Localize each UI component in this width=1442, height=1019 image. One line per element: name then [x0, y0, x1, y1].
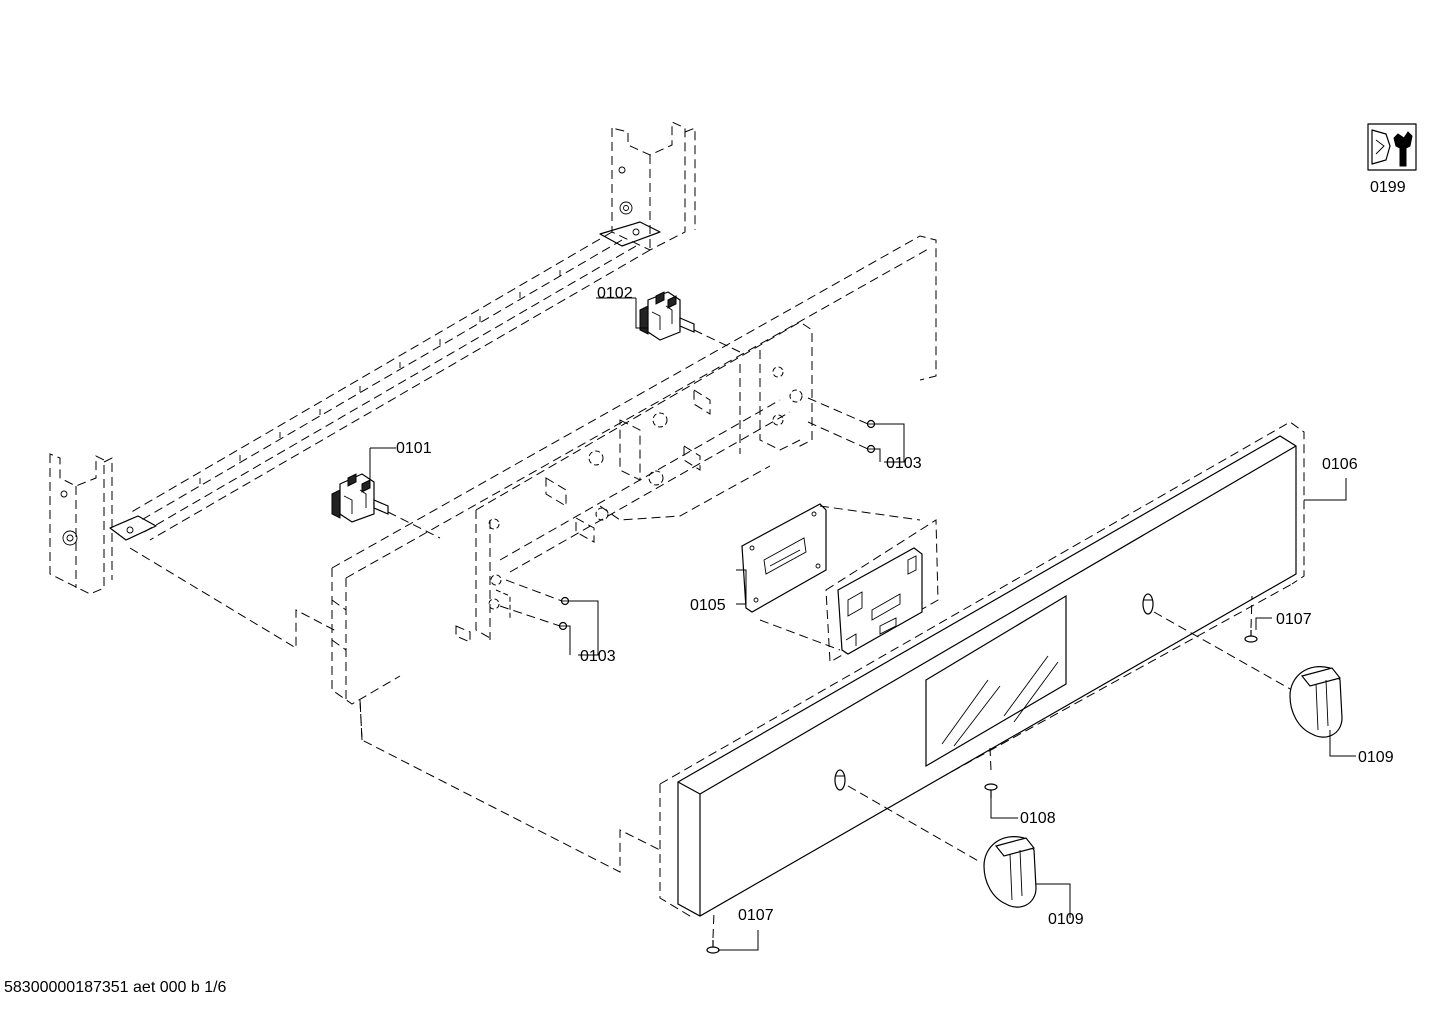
label-0108: 0108 — [1020, 810, 1056, 827]
label-0107-upper: 0107 — [1276, 611, 1312, 628]
housing-outline — [129, 547, 661, 873]
label-0106: 0106 — [1322, 456, 1358, 473]
document-footer: 58300000187351 aet 000 b 1/6 — [4, 979, 227, 996]
leader-lines — [369, 297, 1356, 951]
knob-0109-lower — [983, 836, 1037, 908]
rotary-switch-0101 — [331, 473, 441, 539]
side-rail-assembly — [49, 121, 696, 595]
back-panel — [331, 235, 937, 705]
screw-0107-upper — [1244, 595, 1258, 643]
control-bracket — [455, 321, 813, 643]
control-panel-0106 — [659, 421, 1305, 917]
part-labels: 0102 0101 0103 0103 0105 0106 0107 0107 … — [396, 179, 1406, 928]
screw-upper-1 — [866, 419, 876, 429]
screw-lower-2 — [558, 621, 568, 631]
label-0103-upper: 0103 — [886, 455, 922, 472]
knob-0109-upper — [1289, 666, 1343, 738]
label-0107-lower: 0107 — [738, 907, 774, 924]
label-0109-lower: 0109 — [1048, 911, 1084, 928]
label-0101: 0101 — [396, 440, 432, 457]
rotary-switch-0102 — [639, 291, 741, 353]
screw-0107-lower — [706, 911, 720, 954]
label-0109-upper: 0109 — [1358, 749, 1394, 766]
screw-0108 — [984, 747, 998, 798]
mounting-plate-0105 — [741, 503, 939, 663]
label-0199: 0199 — [1370, 179, 1406, 196]
screw-lower-1 — [560, 596, 570, 606]
label-0105: 0105 — [690, 597, 726, 614]
wrench-service-icon — [1367, 123, 1417, 171]
label-0102: 0102 — [597, 285, 633, 302]
screw-upper-2 — [866, 444, 876, 454]
label-0103-lower: 0103 — [580, 648, 616, 665]
